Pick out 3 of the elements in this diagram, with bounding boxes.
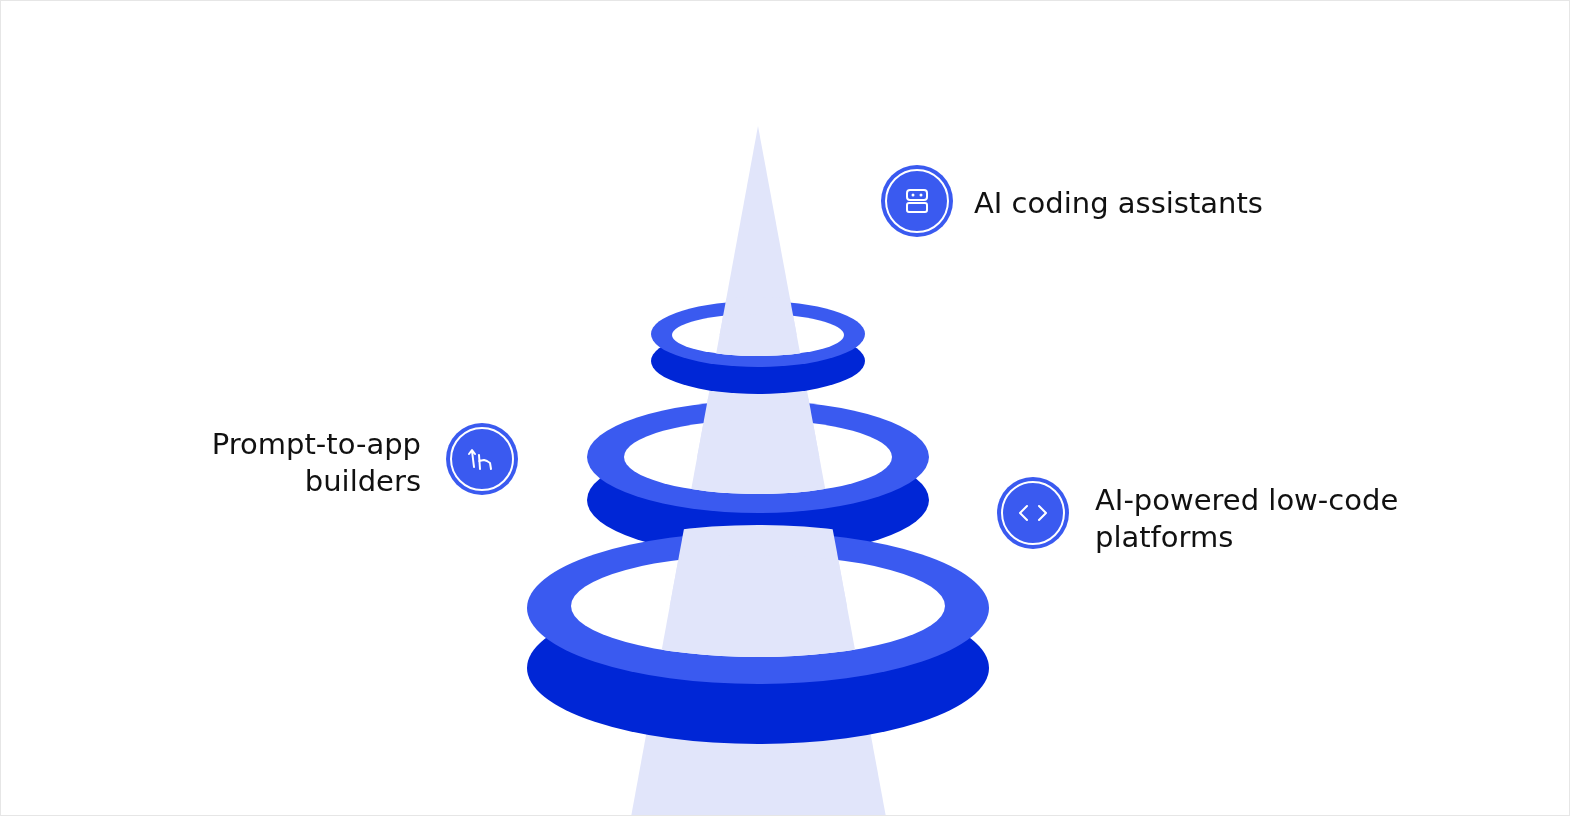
category-label: Prompt-to-app builders: [210, 426, 421, 500]
category-label: AI coding assistants: [974, 185, 1264, 222]
category-label: AI-powered low-code platforms: [1095, 482, 1400, 556]
